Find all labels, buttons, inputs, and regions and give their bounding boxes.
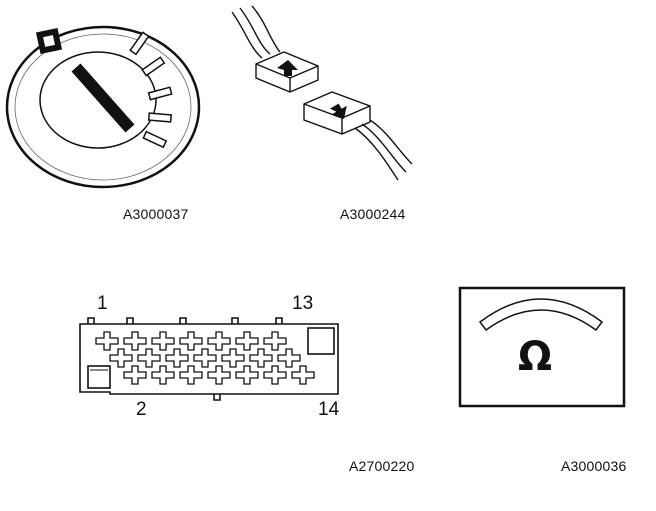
pin-label-1: 1 (97, 293, 108, 314)
figure-code-ignition-switch: A3000037 (123, 206, 189, 222)
pin-label-14: 14 (318, 399, 340, 420)
ohmmeter (458, 286, 626, 408)
figure-code-connector-pinout: A2700220 (349, 458, 415, 474)
figure-code-ohmmeter: A3000036 (561, 458, 627, 474)
connector-plug (231, 5, 413, 181)
pin-label-13: 13 (292, 293, 314, 314)
connector-pinout (79, 317, 339, 401)
ohm-symbol: Ω (518, 334, 553, 380)
pin-label-2: 2 (136, 399, 147, 420)
figure-code-connector-plug: A3000244 (340, 206, 406, 222)
ignition-switch (5, 25, 201, 189)
